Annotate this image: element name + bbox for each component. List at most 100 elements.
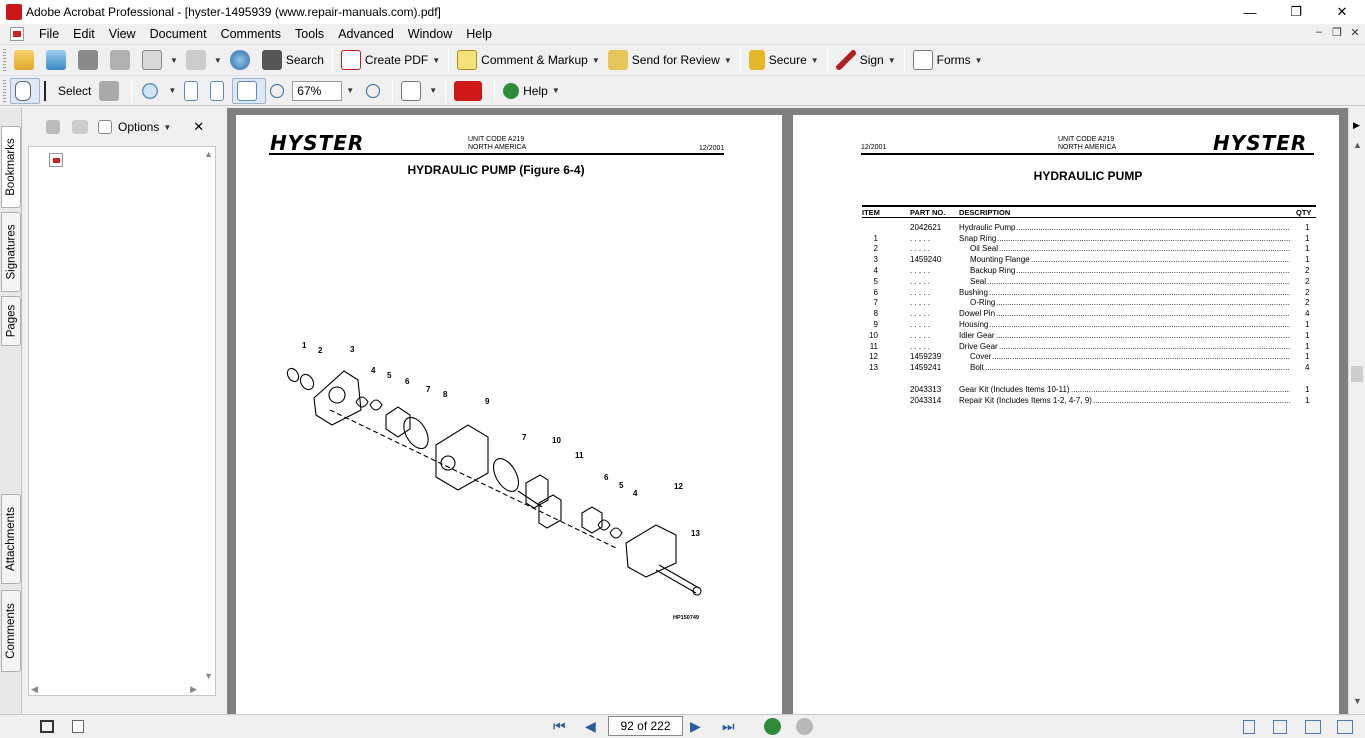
header-rule	[861, 153, 1314, 155]
attach-button[interactable]: ▼	[182, 47, 226, 73]
actual-size-button[interactable]	[180, 78, 206, 104]
quantity: 1	[1305, 352, 1310, 362]
camera-icon	[99, 80, 120, 101]
previous-page-icon[interactable]: ◀	[585, 718, 596, 734]
last-page-icon[interactable]: ⏭	[722, 718, 735, 734]
hand-tool-button[interactable]	[10, 77, 40, 104]
scroll-left-icon[interactable]: ◀	[31, 684, 38, 694]
menu-view[interactable]: View	[108, 27, 136, 41]
next-page-icon[interactable]: ▶	[690, 718, 701, 734]
table-top-rule	[862, 205, 1316, 207]
panel-close-icon[interactable]: ✕	[193, 119, 205, 134]
options-menu[interactable]: Options	[118, 120, 160, 134]
part-description: Mounting Flange	[970, 255, 1030, 265]
email-button[interactable]: ▼	[138, 47, 182, 73]
menu-comments[interactable]: Comments	[220, 27, 281, 41]
zoom-input[interactable]: 67%	[292, 80, 343, 101]
screen-icon[interactable]	[40, 720, 54, 733]
snapshot-button[interactable]	[95, 78, 127, 104]
help-button[interactable]: Help▼	[499, 78, 564, 104]
next-view-icon[interactable]	[796, 718, 813, 735]
restore-button[interactable]: ❐	[1290, 4, 1302, 19]
yahoo-search-button[interactable]	[450, 78, 490, 104]
page-number-input[interactable]: 92 of 222	[608, 716, 683, 736]
page-nav-arrow-icon[interactable]: ▶	[1353, 120, 1360, 130]
save-button[interactable]	[74, 47, 106, 73]
menu-window[interactable]: Window	[407, 27, 453, 41]
zoom-in-icon	[366, 83, 381, 98]
send-review-button[interactable]: Send for Review▼	[604, 47, 736, 73]
minimize-button[interactable]: —	[1243, 4, 1257, 20]
menu-tools[interactable]: Tools	[295, 27, 325, 41]
menu-file[interactable]: File	[39, 27, 60, 41]
create-pdf-button[interactable]: Create PDF▼	[337, 47, 444, 73]
toolbar-grip[interactable]	[3, 79, 6, 102]
scroll-down-icon[interactable]: ▼	[204, 671, 213, 681]
bookmark-pdf-icon[interactable]	[49, 153, 63, 167]
scroll-up-icon[interactable]: ▲	[204, 149, 213, 159]
single-page-icon[interactable]	[1243, 720, 1255, 734]
secure-label: Secure	[768, 53, 807, 67]
tab-signatures[interactable]: Signatures	[1, 212, 21, 292]
bookmarks-panel: Options ▼ ✕ ▲ ▼ ◀ ▶	[22, 108, 222, 714]
select-tool-button[interactable]: Select	[40, 78, 95, 104]
continuous-facing-icon[interactable]	[1337, 720, 1353, 734]
menu-advanced[interactable]: Advanced	[338, 27, 394, 41]
expand-bookmark-icon[interactable]	[72, 120, 88, 134]
chevron-down-icon[interactable]: ▼	[163, 122, 172, 132]
fit-width-button[interactable]	[232, 77, 267, 104]
tab-attachments[interactable]: Attachments	[1, 494, 21, 584]
vertical-scrollbar[interactable]: ▶ ▲ ▼	[1348, 108, 1365, 714]
menu-document[interactable]: Document	[149, 27, 207, 41]
fit-page-button[interactable]	[206, 78, 232, 104]
zoom-dropdown-icon[interactable]: ▼	[346, 86, 355, 95]
doc-restore-button[interactable]: ❐	[1332, 27, 1342, 39]
panel-splitter[interactable]	[221, 108, 227, 714]
trash-icon[interactable]	[46, 120, 60, 134]
col-part: PART NO.	[910, 208, 946, 217]
chevron-down-icon: ▼	[168, 86, 177, 95]
search-button[interactable]: Search	[258, 47, 328, 73]
part-number: . . . . .	[910, 330, 931, 340]
open-button[interactable]	[10, 47, 42, 73]
zoom-in-tool-button[interactable]: ▼	[136, 78, 180, 104]
menu-bar: File Edit View Document Comments Tools A…	[0, 24, 1365, 44]
doc-minimize-button[interactable]: –	[1315, 26, 1323, 38]
close-button[interactable]: ✕	[1336, 4, 1348, 19]
scroll-thumb[interactable]	[1351, 366, 1363, 382]
parts-header: ITEM PART NO. DESCRIPTION QTY	[862, 208, 1316, 219]
tab-pages[interactable]: Pages	[1, 296, 21, 346]
quantity: 2	[1305, 265, 1310, 275]
previous-view-icon[interactable]	[764, 718, 781, 735]
document-icon[interactable]	[10, 27, 24, 41]
rotate-button[interactable]: ▼	[397, 78, 441, 104]
toolbar-grip[interactable]	[3, 49, 6, 71]
page-size-icon[interactable]	[72, 720, 84, 733]
print-button[interactable]	[106, 47, 138, 73]
scroll-right-icon[interactable]: ▶	[190, 684, 197, 694]
doc-close-button[interactable]: ✕	[1350, 27, 1360, 39]
tab-comments[interactable]: Comments	[1, 590, 21, 672]
save-disk-icon	[78, 50, 98, 70]
document-view[interactable]: HYSTER UNIT CODE A219 NORTH AMERICA 12/2…	[227, 108, 1348, 715]
part-description: O-Ring	[970, 298, 996, 308]
zoom-in-button[interactable]	[362, 78, 388, 104]
zoom-out-button[interactable]	[266, 78, 292, 104]
secure-button[interactable]: Secure▼	[745, 47, 823, 73]
bookmarks-tree: ▲ ▼ ◀ ▶	[28, 146, 216, 696]
menu-help[interactable]: Help	[466, 27, 492, 41]
sign-button[interactable]: Sign▼	[832, 47, 900, 73]
tab-bookmarks[interactable]: Bookmarks	[1, 126, 21, 208]
comment-markup-button[interactable]: Comment & Markup▼	[453, 47, 604, 73]
first-page-icon[interactable]: ⏮	[553, 718, 566, 734]
facing-icon[interactable]	[1305, 720, 1321, 734]
scroll-up-icon[interactable]: ▲	[1353, 140, 1362, 150]
menu-edit[interactable]: Edit	[73, 27, 95, 41]
callout: 9	[485, 397, 490, 406]
continuous-icon[interactable]	[1273, 720, 1287, 734]
scroll-down-icon[interactable]: ▼	[1353, 696, 1362, 706]
forms-button[interactable]: Forms▼	[909, 47, 987, 73]
web-search-button[interactable]	[226, 47, 258, 73]
organizer-button[interactable]	[42, 47, 74, 73]
